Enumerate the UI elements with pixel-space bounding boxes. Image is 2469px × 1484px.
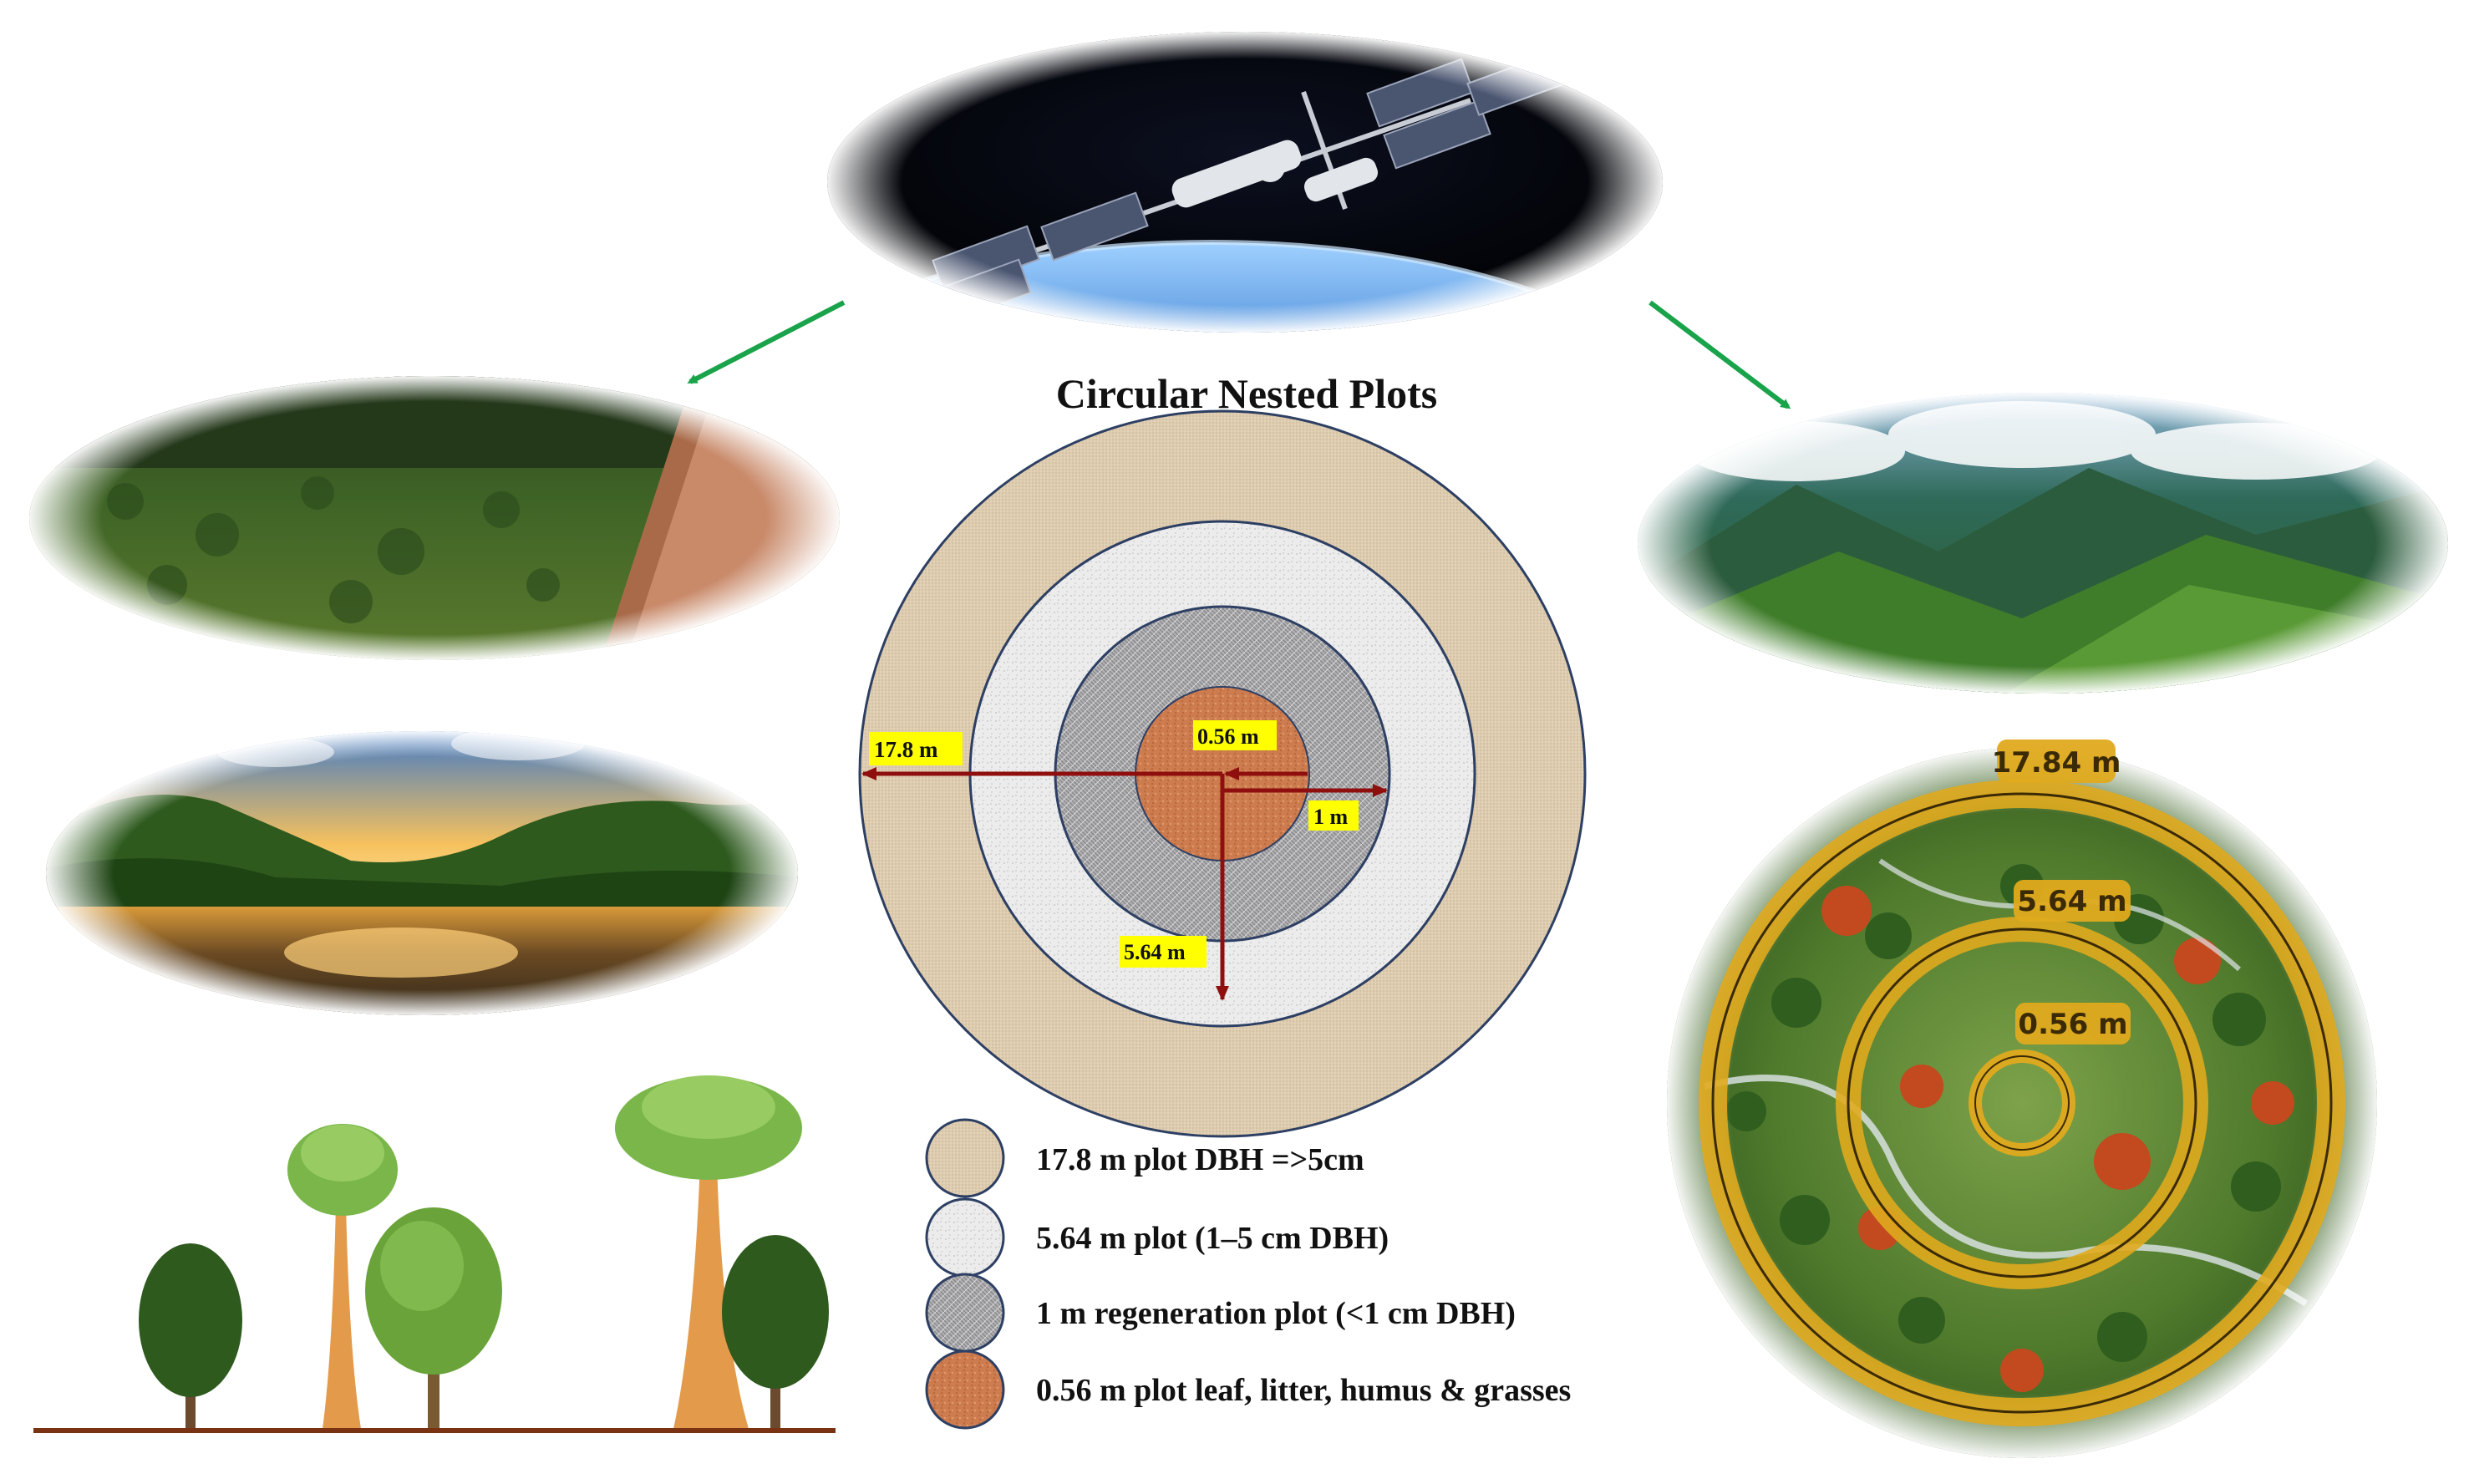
outer-radius-label: 17.8 m: [874, 737, 938, 762]
aerial-plot-vignette: [1667, 748, 2377, 1458]
legend-item-mid: 5.64 m plot (1–5 cm DBH): [925, 1197, 1389, 1278]
forest-edge-vignette: [29, 376, 840, 660]
tree-profile: [33, 1075, 836, 1433]
aerial-plot-rings: [1699, 780, 2345, 1426]
legend-swatch-inner: [925, 1273, 1005, 1353]
legend-swatch-core: [925, 1349, 1005, 1430]
legend-item-outer: 17.8 m plot DBH =>5cm: [925, 1118, 1364, 1198]
legend-label-core: 0.56 m plot leaf, litter, humus & grasse…: [1036, 1373, 1571, 1408]
diagram-title: Circular Nested Plots: [1056, 370, 1437, 417]
aerial-center-label: 0.56 m: [2018, 1008, 2127, 1041]
aerial-middle-label: 5.64 m: [2017, 885, 2126, 918]
core-radius-label: 0.56 m: [1197, 724, 1259, 749]
satellite-vignette: [827, 32, 1663, 333]
aerial-plot-labels: 17.84 m 5.64 m 0.56 m: [1992, 739, 2131, 1044]
inner-radius-label: 1 m: [1313, 805, 1349, 829]
legend-item-core: 0.56 m plot leaf, litter, humus & grasse…: [925, 1349, 1571, 1430]
legend-swatch-outer: [925, 1118, 1005, 1198]
mid-radius-label: 5.64 m: [1124, 940, 1186, 964]
mountains-vignette: [1638, 393, 2448, 694]
legend-label-outer: 17.8 m plot DBH =>5cm: [1036, 1142, 1364, 1177]
nested-plot-diagram: 17.8 m 0.56 m 1 m 5.64 m: [858, 409, 1587, 1138]
flow-arrow-right: [1649, 300, 1791, 409]
flow-arrow-left: [687, 300, 846, 384]
legend-item-inner: 1 m regeneration plot (<1 cm DBH): [925, 1273, 1516, 1353]
legend-label-mid: 5.64 m plot (1–5 cm DBH): [1036, 1221, 1389, 1256]
aerial-outer-label: 17.84 m: [1992, 746, 2121, 780]
river-vignette: [46, 731, 798, 1015]
legend-label-inner: 1 m regeneration plot (<1 cm DBH): [1036, 1296, 1516, 1331]
legend: 17.8 m plot DBH =>5cm 5.64 m plot (1–5 c…: [925, 1118, 1571, 1430]
legend-swatch-mid: [925, 1197, 1005, 1278]
